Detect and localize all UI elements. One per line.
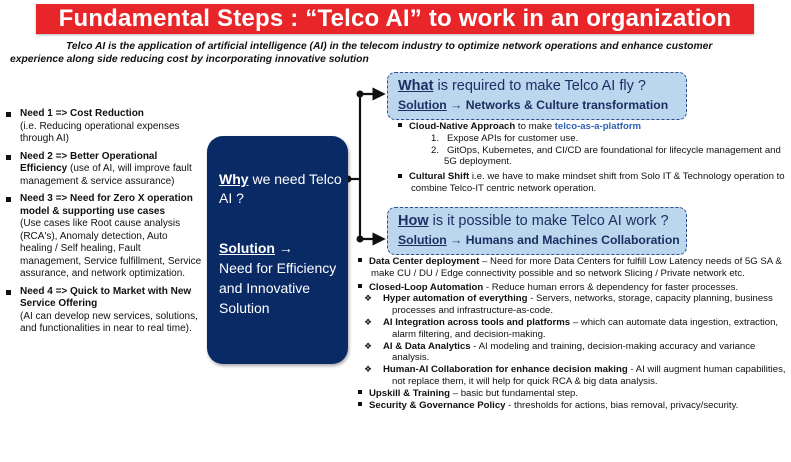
square-bullet-icon	[6, 289, 11, 295]
square-bullet-icon	[398, 173, 402, 178]
closed-loop-text: - Reduce human errors & dependency for f…	[483, 281, 739, 293]
why-word: Why	[219, 171, 249, 187]
solution-word: Solution	[398, 98, 447, 112]
list-item: 1. Expose APIs for customer use.	[398, 133, 788, 145]
square-bullet-icon	[358, 402, 362, 407]
cultural-shift-text: i.e. we have to make mindset shift from …	[411, 171, 785, 194]
list-item: Closed-Loop Automation - Reduce human er…	[358, 282, 788, 294]
telco-platform-link: telco-as-a-platform	[554, 121, 642, 132]
how-question-rest: is it possible to make Telco AI work ?	[428, 213, 669, 229]
how-callout: How is it possible to make Telco AI work…	[387, 207, 687, 255]
list-item: Upskill & Training – basic but fundament…	[358, 388, 788, 400]
sub-list-item: ❖Human-AI Collaboration for enhance deci…	[364, 364, 786, 387]
cultural-shift-title: Cultural Shift	[409, 171, 470, 183]
need-title: Need 4 => Quick to Market with New Servi…	[20, 285, 192, 310]
need-item: Need 3 => Need for Zero X operation mode…	[4, 193, 202, 281]
square-bullet-icon	[6, 112, 11, 117]
what-question: What is required to make Telco AI fly ?	[398, 78, 646, 94]
cloud-native-mid: to make	[515, 121, 555, 132]
connector-lines	[348, 87, 386, 246]
solution-word: Solution	[398, 233, 447, 247]
junction-dot	[356, 90, 364, 98]
center-box: Why we need Telco AI ? Solution → Need f…	[207, 136, 348, 364]
intro-text: Telco AI is the application of artificia…	[10, 40, 782, 66]
what-details: Cloud-Native Approach to make telco-as-a…	[398, 121, 788, 195]
what-question-rest: is required to make Telco AI fly ?	[433, 78, 646, 94]
sub-item-text: - Servers, networks, storage, capacity p…	[392, 293, 773, 317]
item-text: GitOps, Kubernetes, and CI/CD are founda…	[444, 144, 781, 168]
need-description: (AI can develop new services, solutions,…	[20, 310, 198, 335]
need-item: Need 4 => Quick to Market with New Servi…	[4, 286, 202, 336]
sub-item-title: Hyper automation of everything	[383, 293, 528, 305]
list-item: Data Center deployment – Need for more D…	[358, 256, 788, 280]
data-center-title: Data Center deployment	[369, 256, 480, 267]
need-item: Need 1 => Cost Reduction (i.e. Reducing …	[4, 108, 202, 146]
square-bullet-icon	[358, 390, 362, 395]
item-text: Expose APIs for customer use.	[447, 132, 579, 144]
what-word: What	[398, 78, 434, 94]
arrow-right-icon: →	[450, 98, 463, 112]
sub-list-item: ❖AI & Data Analytics - AI modeling and t…	[364, 340, 756, 364]
security-title: Security & Governance Policy	[369, 399, 506, 411]
what-solution: Solution → Networks & Culture transforma…	[398, 98, 668, 112]
list-item: Security & Governance Policy - threshold…	[358, 400, 788, 412]
need-description: (i.e. Reducing operational expenses thro…	[20, 120, 180, 145]
item-number: 1.	[431, 132, 440, 144]
need-title: Need 3 => Need for Zero X operation mode…	[20, 193, 193, 217]
closed-loop-title: Closed-Loop Automation	[369, 281, 484, 293]
sub-list-item: ❖Hyper automation of everything - Server…	[364, 293, 773, 317]
list-item: Cultural Shift i.e. we have to make mind…	[398, 171, 788, 195]
intro-line-1: Telco AI is the application of artificia…	[66, 41, 713, 52]
square-bullet-icon	[398, 123, 402, 128]
intro-line-2: experience along side reducing cost by i…	[10, 54, 369, 65]
security-text: - thresholds for actions, bias removal, …	[505, 399, 739, 411]
how-word: How	[398, 213, 429, 229]
page-title: Fundamental Steps : “Telco AI” to work i…	[36, 4, 754, 34]
need-title: Need 1 => Cost Reduction	[20, 108, 144, 119]
how-question: How is it possible to make Telco AI work…	[398, 213, 669, 229]
item-number: 2.	[431, 144, 440, 156]
need-description: (use of AI, will improve fault managemen…	[20, 163, 192, 187]
how-details: Data Center deployment – Need for more D…	[358, 256, 788, 411]
list-item: Cloud-Native Approach to make telco-as-a…	[398, 121, 788, 133]
cloud-native-title: Cloud-Native Approach	[409, 121, 516, 132]
square-bullet-icon	[358, 284, 362, 289]
need-title: Need 2 => Better Operational Efficiency	[20, 150, 158, 175]
sub-item-text: - AI modeling and training, decision-mak…	[392, 340, 756, 364]
solution-rest: Need for Efficiency and Innovative Solut…	[219, 260, 337, 316]
square-bullet-icon	[6, 154, 11, 160]
sub-item-text: - AI will augment human capabilities, no…	[392, 364, 786, 387]
why-text: Why we need Telco AI ?	[219, 170, 343, 208]
needs-list: Need 1 => Cost Reduction (i.e. Reducing …	[4, 108, 202, 341]
need-item: Need 2 => Better Operational Efficiency …	[4, 151, 202, 189]
how-solution: Solution → Humans and Machines Collabora…	[398, 233, 680, 247]
why-rest: we need Telco AI ?	[219, 171, 342, 206]
square-bullet-icon	[358, 258, 362, 263]
solution-text: Solution → Need for Efficiency and Innov…	[219, 238, 345, 318]
sub-item-text: – which can automate data ingestion, ext…	[392, 316, 779, 340]
sub-item-title: Human-AI Collaboration for enhance decis…	[383, 364, 628, 376]
sub-item-title: AI Integration across tools and platform…	[383, 316, 571, 328]
upskill-text: – basic but fundamental step.	[450, 387, 579, 399]
junction-dot	[356, 235, 364, 243]
what-callout: What is required to make Telco AI fly ? …	[387, 72, 687, 120]
solution-word: Solution	[219, 240, 275, 256]
sub-list-item: ❖AI Integration across tools and platfor…	[364, 316, 779, 340]
data-center-text: – Need for more Data Centers for fulfill…	[371, 256, 782, 279]
sub-item-title: AI & Data Analytics	[383, 340, 471, 352]
arrow-right-icon: →	[278, 240, 293, 256]
upskill-title: Upskill & Training	[369, 387, 451, 399]
how-solution-rest: Humans and Machines Collaboration	[462, 233, 680, 247]
need-description: (Use cases like Root cause analysis (RCA…	[20, 218, 202, 279]
square-bullet-icon	[6, 197, 11, 202]
list-item: 2. GitOps, Kubernetes, and CI/CD are fou…	[398, 145, 788, 169]
what-solution-rest: Networks & Culture transformation	[462, 98, 669, 112]
arrow-right-icon: →	[450, 233, 463, 247]
